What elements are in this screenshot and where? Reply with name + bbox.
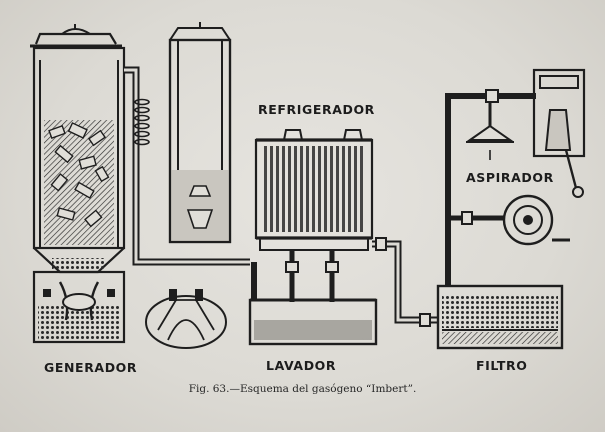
label-refrigerador: REFRIGERADOR: [258, 102, 375, 117]
generator-unit: [30, 24, 126, 344]
generator-outlet-pipe: [124, 66, 250, 266]
label-lavador: LAVADOR: [266, 358, 337, 373]
label-aspirador: ASPIRADOR: [466, 170, 554, 185]
hearth-cylinder-detail: [168, 22, 232, 244]
throat-section-detail: [145, 289, 227, 349]
label-filtro: FILTRO: [476, 358, 528, 373]
label-generador: GENERADOR: [44, 360, 138, 375]
cooler-unit: [254, 129, 374, 302]
cooler-to-filter-pipe: [372, 237, 438, 327]
figure-caption: Fig. 63.—Esquema del gasógeno “Imbert”.: [188, 383, 417, 395]
filter-unit: [436, 96, 564, 350]
aspirator-unit: [445, 68, 586, 246]
washer-unit: [248, 262, 378, 346]
